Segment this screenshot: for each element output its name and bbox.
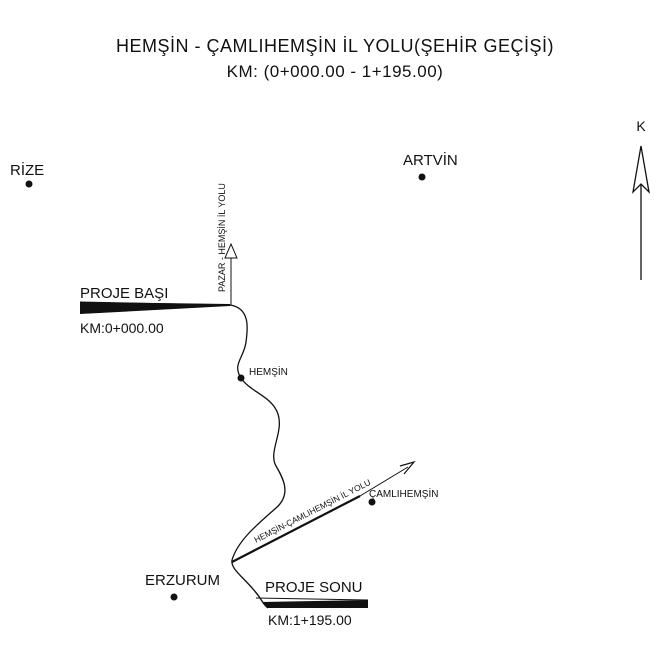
camlihemsin-label: ÇAMLIHEMŞİN	[369, 487, 438, 500]
artvin-dot	[418, 173, 426, 181]
project-start-marker: PROJE BAŞI KM:0+000.00	[79, 285, 231, 336]
map-subtitle: KM: (0+000.00 - 1+195.00)	[226, 62, 444, 81]
place-rize: RİZE	[10, 161, 44, 188]
project-start-label: PROJE BAŞI	[80, 285, 168, 302]
road-hemsin-camlihemsin-label: HEMŞİN-ÇAMLIHEMŞİN İL YOLU	[252, 477, 372, 545]
erzurum-label: ERZURUM	[145, 572, 220, 589]
road-pazar-hemsin-label: PAZAR - HEMŞİN İL YOLU	[217, 183, 227, 292]
place-hemsin: HEMŞİN	[237, 365, 288, 382]
road-pazar-hemsin: PAZAR - HEMŞİN İL YOLU	[217, 183, 238, 305]
camlihemsin-dot	[368, 498, 376, 506]
rize-dot	[25, 180, 33, 188]
project-start-km: KM:0+000.00	[80, 320, 164, 336]
project-route	[229, 304, 286, 609]
north-label: K	[636, 118, 646, 134]
hemsin-label: HEMŞİN	[249, 365, 288, 378]
project-end-label: PROJE SONU	[265, 579, 363, 596]
erzurum-dot	[170, 593, 178, 601]
project-end-km: KM:1+195.00	[268, 612, 352, 628]
place-camlihemsin: ÇAMLIHEMŞİN	[368, 487, 438, 506]
map-title: HEMŞİN - ÇAMLIHEMŞİN İL YOLU(ŞEHİR GEÇİŞ…	[115, 36, 555, 56]
rize-label: RİZE	[10, 161, 44, 179]
place-erzurum: ERZURUM	[145, 572, 220, 601]
road-hemsin-camlihemsin: HEMŞİN-ÇAMLIHEMŞİN İL YOLU	[231, 460, 416, 563]
artvin-label: ARTVİN	[403, 151, 458, 169]
place-artvin: ARTVİN	[403, 151, 458, 181]
project-end-marker: PROJE SONU KM:1+195.00	[255, 579, 369, 628]
north-arrow: K	[632, 118, 650, 280]
